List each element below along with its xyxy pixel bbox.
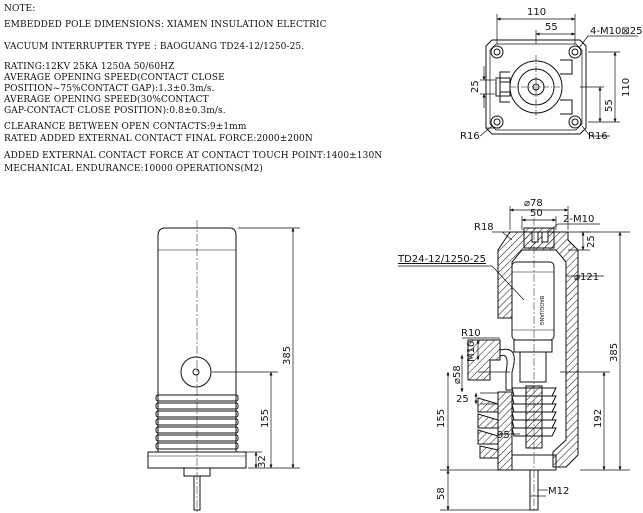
side-terminal-block (467, 339, 501, 381)
note-line: GAP-CONTACT CLOSE POSITION):0.8±0.3m/s. (4, 106, 226, 116)
bolt-spec-label: 4-M10⊠25 (590, 26, 642, 37)
dia-121-label: ⌀121 (574, 272, 599, 283)
radius-right-label: R16 (588, 131, 608, 142)
dia-58-label: ⌀58 (452, 365, 463, 384)
note-line: MECHANICAL ENDURANCE:10000 OPERATIONS(M2… (4, 164, 263, 174)
notes-header: NOTE: (4, 4, 36, 14)
dim-25-left: 25 (470, 80, 481, 93)
dim-32-front: 32 (257, 455, 268, 468)
dim-155-section: 155 (436, 409, 447, 428)
thread-m12-label: M12 (548, 486, 569, 497)
dim-110-top: 110 (527, 7, 546, 18)
note-line: RATED ADDED EXTERNAL CONTACT FINAL FORCE… (4, 134, 313, 144)
interrupter-text: BAOGUANG (538, 296, 544, 325)
note-line: ADDED EXTERNAL CONTACT FORCE AT CONTACT … (4, 151, 383, 161)
dim-55-side: 55 (604, 99, 615, 112)
note-line: AVERAGE OPENING SPEED(CONTACT CLOSE (4, 73, 225, 83)
note-line: POSITION~75%CONTACT GAP):1.3±0.3m/s. (4, 84, 215, 94)
note-line: CLEARANCE BETWEEN OPEN CONTACTS:9±1mm (4, 122, 247, 132)
dim-50-label: 50 (530, 208, 543, 219)
front-view: 385 155 32 (147, 220, 300, 512)
radius-r18-label: R18 (474, 222, 494, 233)
thread-2m10-label: 2-M10 (563, 214, 594, 225)
note-line: RATING:12KV 25KA 1250A 50/60HZ (4, 62, 175, 72)
dim-25-side-label: 25 (456, 394, 469, 405)
note-line: VACUUM INTERRUPTER TYPE : BAOGUANG TD24-… (4, 42, 305, 52)
radius-left-label: R16 (460, 131, 480, 142)
flange-outline (485, 39, 587, 135)
dim-385-front: 385 (282, 346, 293, 365)
note-line: EMBEDDED POLE DIMENSIONS: XIAMEN INSULAT… (4, 20, 327, 30)
dim-55-top: 55 (545, 22, 558, 33)
dim-155-front: 155 (260, 409, 271, 428)
dim-25-top-label: 25 (586, 235, 597, 248)
dim-58-label: 58 (436, 487, 447, 500)
interrupter-type-label: TD24-12/1250-25 (397, 254, 486, 265)
bolt-holes (490, 45, 582, 129)
radius-r10-label: R10 (461, 328, 481, 339)
thread-m10-label: M10 (466, 341, 477, 362)
dim-95-label: 95 (497, 430, 510, 441)
dim-192-label: 192 (593, 409, 604, 428)
top-view: 110 55 4-M10⊠25 110 55 25 R16 R16 (460, 7, 642, 142)
side-terminal (180, 356, 212, 388)
dim-385-section: 385 (609, 343, 620, 362)
dia-78-label: ⌀78 (524, 198, 543, 209)
dim-110-side: 110 (621, 78, 632, 97)
section-view: BAOGUANG (397, 198, 630, 512)
insulation-housing (497, 231, 579, 468)
note-line: AVERAGE OPENING SPEED(30%CONTACT (4, 95, 209, 105)
section-sheds (477, 391, 513, 471)
vacuum-interrupter (511, 261, 555, 341)
